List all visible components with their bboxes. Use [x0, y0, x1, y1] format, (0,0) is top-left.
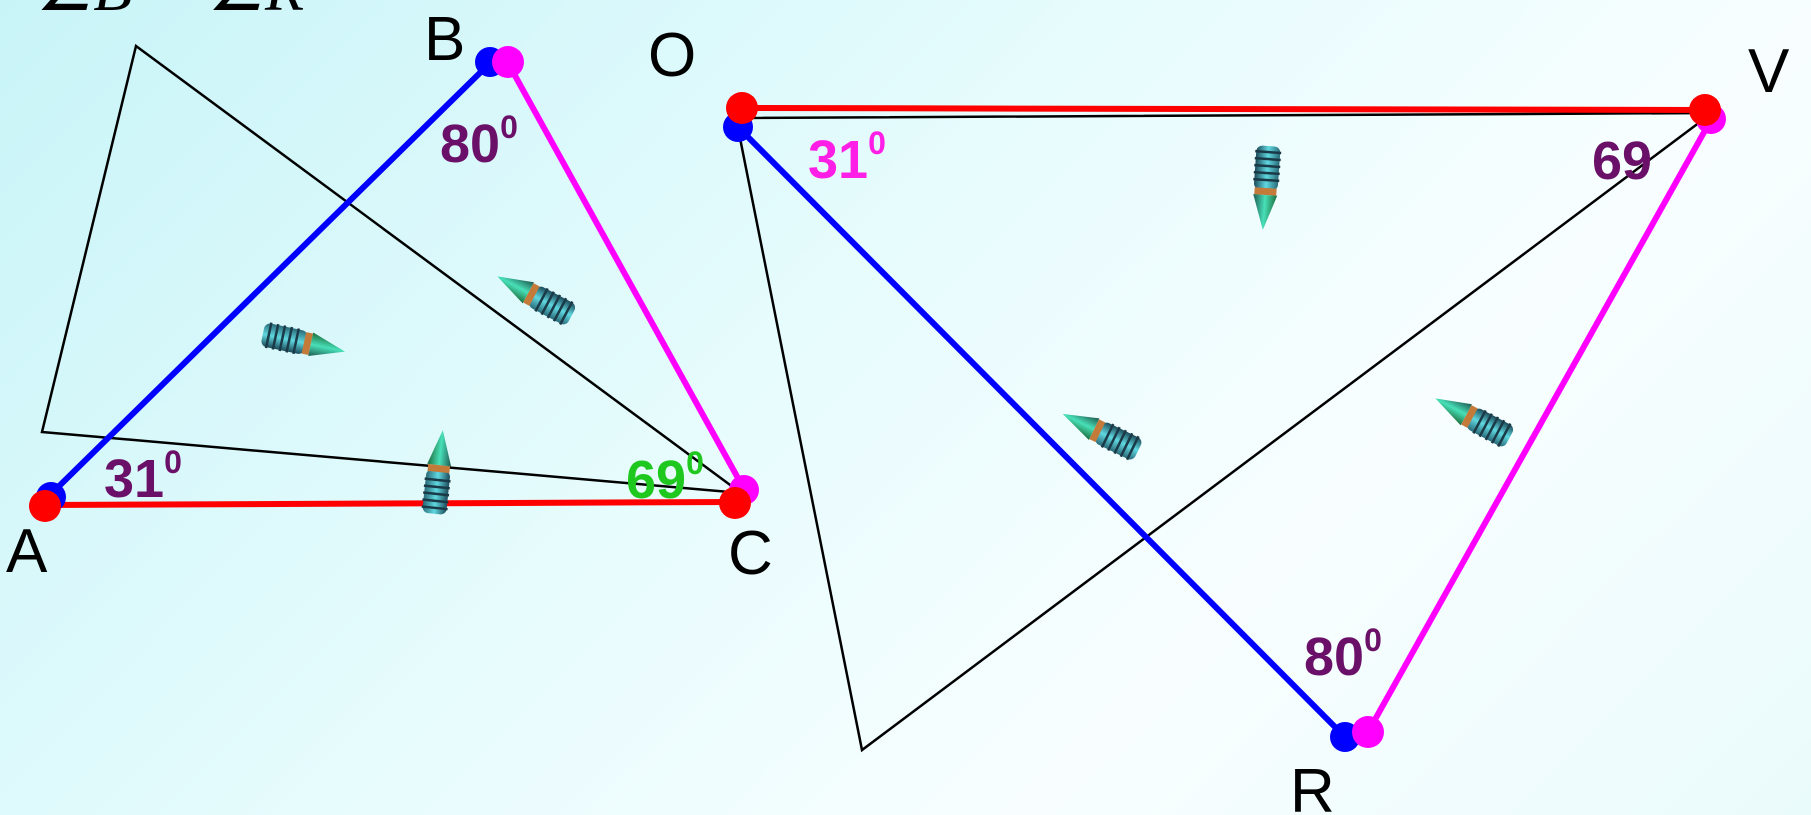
vertex-C-red-dot [719, 487, 751, 519]
label-A: A [6, 517, 48, 586]
side-BC [505, 61, 747, 491]
right-black-triangle [734, 111, 1716, 753]
vertex-B-magenta-dot [492, 46, 524, 78]
angle-R-label: 800 [1304, 622, 1382, 687]
side-AC [44, 499, 736, 508]
screw-icon [1248, 143, 1283, 233]
screw-icons [258, 143, 1517, 517]
angle-A-label: 310 [104, 444, 182, 509]
vertex-V-red-dot [1689, 94, 1721, 126]
label-B: B [424, 5, 465, 74]
side-OV [741, 105, 1706, 113]
formula-text: ∠B = ∠R [36, 0, 304, 24]
label-R: R [1290, 757, 1335, 815]
right-triangle-group: O V R 310 69 800 [648, 21, 1790, 815]
angle-C-label: 690 [626, 445, 704, 510]
vertex-A-red-dot [29, 490, 61, 522]
screw-icon [1055, 400, 1146, 464]
screw-icon [258, 320, 349, 366]
left-triangle-group: A B C 310 800 690 [6, 5, 773, 588]
left-black-triangle [40, 43, 746, 495]
angle-O-label: 310 [808, 125, 886, 190]
side-VR [1365, 116, 1715, 734]
vertex-R-magenta-dot [1352, 716, 1384, 748]
angle-B-label: 800 [440, 109, 518, 174]
side-AB [46, 60, 493, 499]
label-C: C [728, 519, 773, 588]
vertex-O-red-dot [726, 92, 758, 124]
angle-V-label: 69 [1592, 131, 1652, 191]
screw-icon [1428, 385, 1517, 451]
label-O: O [648, 21, 696, 90]
label-V: V [1748, 37, 1790, 106]
side-OR [735, 124, 1348, 740]
